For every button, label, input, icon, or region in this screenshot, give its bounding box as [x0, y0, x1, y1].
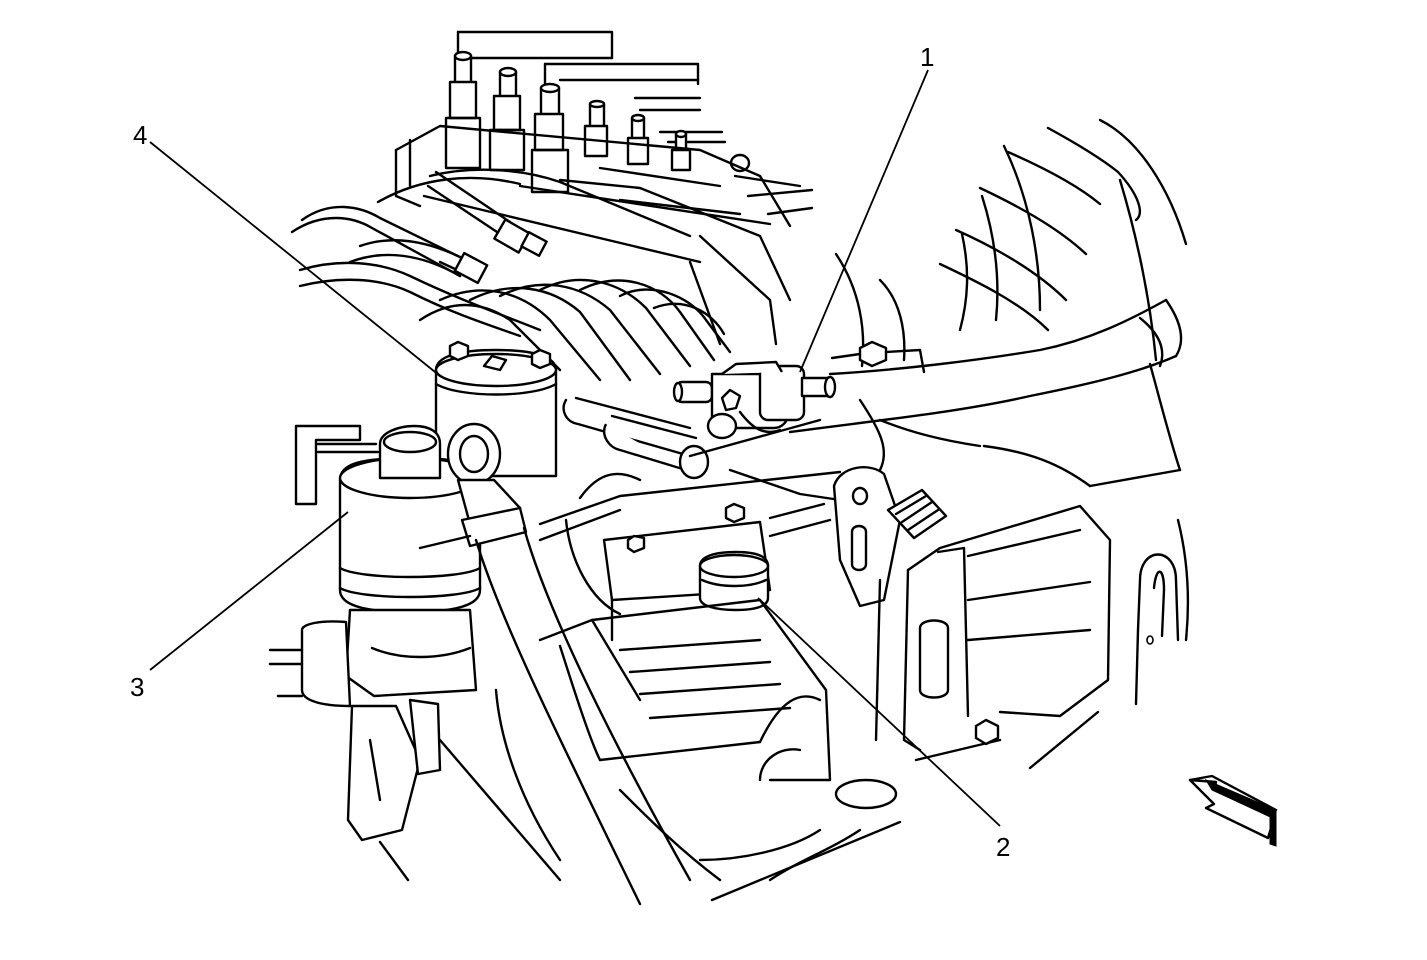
ground-cable [418, 422, 692, 906]
bolt-upper-right [830, 340, 926, 374]
leader-line-4 [149, 141, 441, 377]
electrical-connector [698, 550, 770, 612]
coil-tower-1 [444, 50, 482, 170]
callout-label-2: 2 [996, 832, 1010, 862]
direction-arrow-icon [1188, 774, 1278, 847]
coil-tower-2 [488, 66, 526, 172]
callout-label-1: 1 [920, 42, 934, 72]
mounting-bracket [832, 466, 948, 608]
callout-leaders [149, 69, 1001, 827]
engine-block [438, 504, 1112, 902]
throttle-body-bracket [538, 396, 842, 642]
air-intake-duct [834, 118, 1188, 368]
egr-valve-assembly [268, 424, 482, 882]
coil-tower-6 [670, 129, 692, 172]
intake-hose [788, 298, 1183, 488]
coil-tower-4 [583, 99, 609, 158]
callout-label-4: 4 [133, 120, 147, 150]
ignition-coil-towers [394, 30, 814, 228]
purge-solenoid-valve [672, 360, 837, 440]
dipstick-tube [1134, 518, 1190, 706]
intake-manifold [290, 166, 792, 382]
leader-line-1 [799, 69, 929, 373]
leader-line-2 [757, 597, 1001, 827]
callout-labels: 1 2 3 4 [130, 42, 1010, 862]
leader-line-3 [149, 511, 349, 671]
callout-label-3: 3 [130, 672, 144, 702]
coil-tower-3 [530, 82, 570, 194]
coil-tower-5 [626, 113, 650, 166]
